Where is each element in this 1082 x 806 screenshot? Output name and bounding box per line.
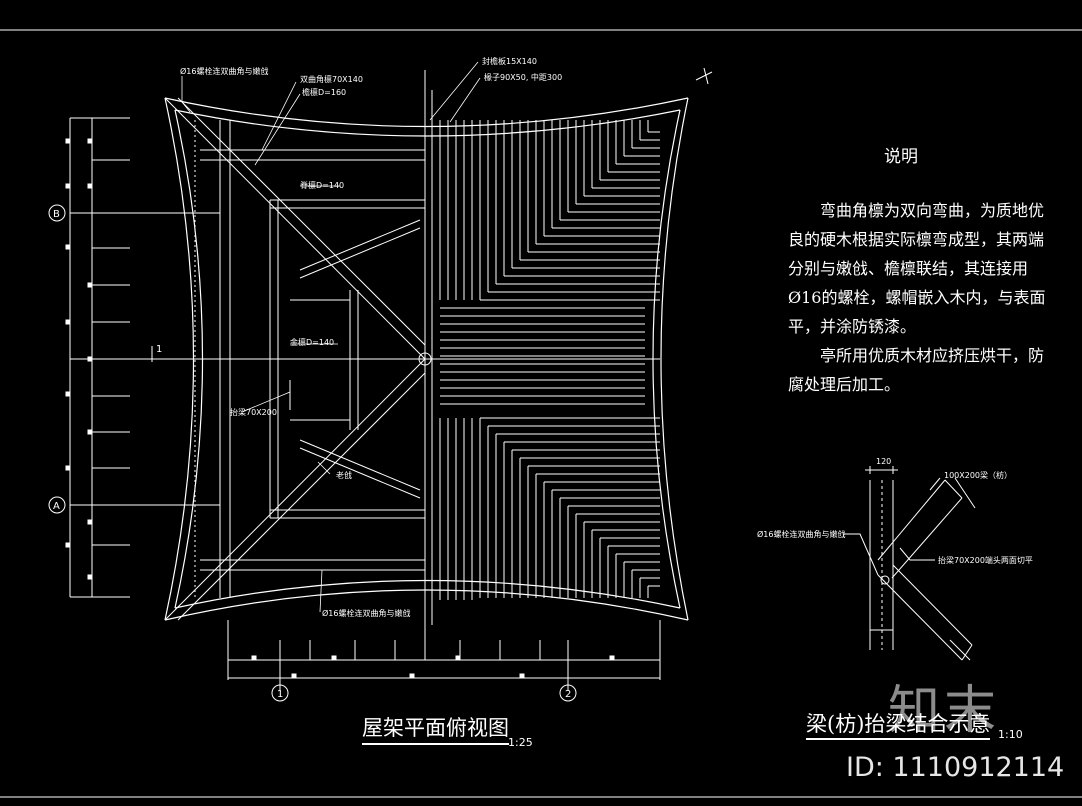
label-old-hip: 老戗 [336, 470, 352, 480]
label-bolt-top: Ø16螺栓连双曲角与嫩戗 [180, 66, 268, 76]
left-half-framing [120, 70, 660, 640]
axis-bubble-b [48, 204, 66, 222]
section-mark-label: 1 [156, 344, 162, 355]
plan-scale: 1:25 [508, 736, 533, 749]
label-lift-beam: 抬梁70X200 [230, 407, 277, 417]
notes-title: 说明 [884, 147, 918, 167]
axis-label-2: 2 [565, 689, 571, 700]
label-hip-purlin: 金檩D=140 [290, 337, 334, 347]
detail-label-beam: 100X200梁（枋） [944, 470, 1012, 480]
detail-bolt-circle [880, 575, 890, 585]
axis-label-b: B [53, 209, 60, 220]
label-rafter: 椽子90X50, 中距300 [484, 72, 562, 82]
detail-drawing [843, 466, 976, 661]
left-dimension-rail [65, 117, 220, 598]
axis-label-1: 1 [277, 689, 283, 700]
roof-apex [418, 352, 432, 366]
axis-bubble-2 [559, 684, 577, 702]
plan-leaders [181, 61, 481, 613]
notes-body: 弯曲角檩为双向弯曲，为质地优良的硬木根据实际檩弯成型，其两端分别与嫩戗、檐檩联结… [788, 196, 1050, 399]
watermark-id: ID: 1110912114 [846, 752, 1065, 783]
sheet-frame [0, 29, 1082, 798]
label-double-beam: 双曲角檩70X140 [300, 74, 363, 84]
detail-scale: 1:10 [998, 728, 1023, 741]
bottom-dimension-rail [227, 620, 661, 690]
notes-paragraph-2: 亭所用优质木材应挤压烘干，防腐处理后加工。 [788, 346, 1045, 394]
plan-title: 屋架平面俯视图 [362, 712, 509, 745]
axis-label-a: A [53, 501, 60, 512]
right-half-rafters [431, 120, 660, 600]
section-cut-symbol [695, 67, 713, 85]
label-rafter-board: 封檐板15X140 [482, 56, 537, 66]
axis-bubble-a [48, 496, 66, 514]
label-eave-purlin-mid: 脊檩D=140 [300, 180, 344, 190]
label-bolt-bottom: Ø16螺栓连双曲角与嫩戗 [322, 608, 410, 618]
notes-paragraph-1: 弯曲角檩为双向弯曲，为质地优良的硬木根据实际檩弯成型，其两端分别与嫩戗、檐檩联结… [788, 201, 1046, 336]
detail-dim-top: 120 [876, 457, 891, 466]
detail-label-bolt: Ø16螺栓连双曲角与嫩戗 [757, 529, 845, 539]
detail-label-lift: 抬梁70X200端头两面切平 [938, 555, 1033, 565]
axis-bubble-1 [271, 684, 289, 702]
detail-title: 梁(枋)抬梁结合示意 [806, 708, 991, 740]
watermark-logo: 知末 [888, 681, 1001, 741]
label-eave-purlin-top: 檐檩D=160 [302, 87, 346, 97]
